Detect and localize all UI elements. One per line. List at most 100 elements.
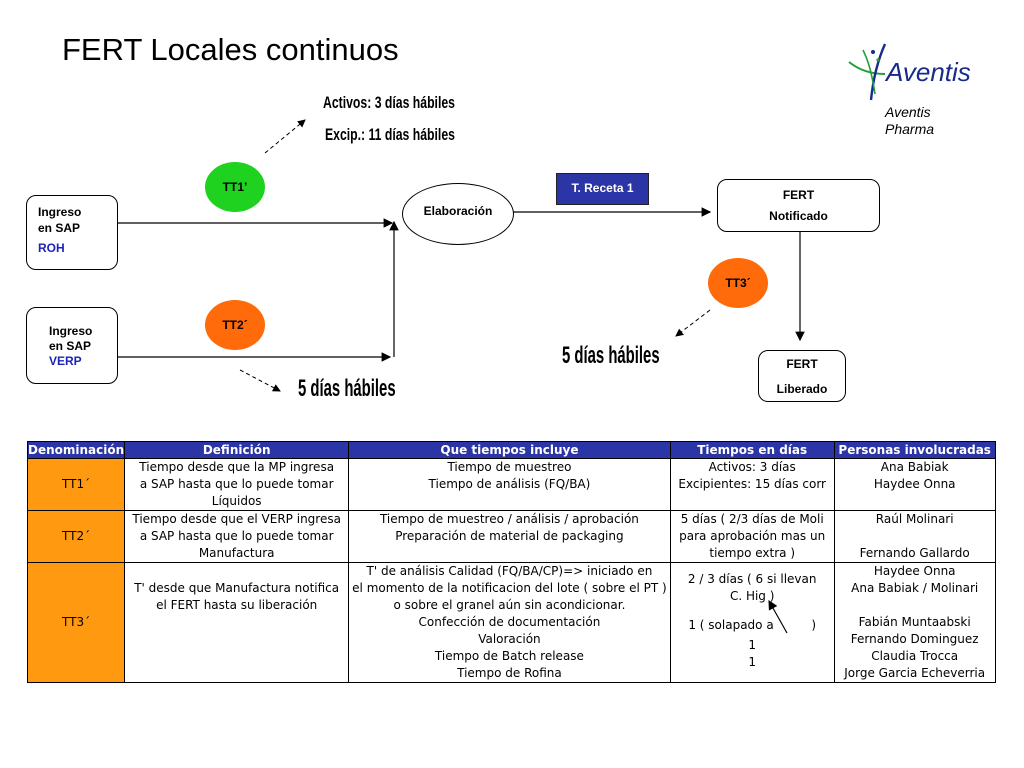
tt3-incl-line: el momento de la notificacion del lote (… xyxy=(352,581,667,595)
ingreso-verp-tag: VERP xyxy=(49,354,82,368)
tt3-node: TT3´ xyxy=(708,258,768,308)
tiempos-table: Denominación Definición Que tiempos incl… xyxy=(26,441,996,683)
table-row-tt3: TT3´ T' desde que Manufactura notifica e… xyxy=(26,562,996,683)
fert-notificado-line2: Notificado xyxy=(769,209,828,223)
tt2-def-line: Tiempo desde que el VERP ingresa xyxy=(132,512,341,526)
tt2-definicion: Tiempo desde que el VERP ingresa a SAP h… xyxy=(124,510,350,563)
tt3-definicion: T' desde que Manufactura notifica el FER… xyxy=(124,562,350,683)
table-row-tt2: TT2´ Tiempo desde que el VERP ingresa a … xyxy=(26,510,996,563)
tt1-incl-line: Tiempo de análisis (FQ/BA) xyxy=(428,477,591,491)
tt3-persona: Claudia Trocca xyxy=(871,649,959,663)
tt1-denominacion: TT1´ xyxy=(26,458,126,511)
tt2-persona: Fernando Gallardo xyxy=(859,546,970,560)
logo-subtitle-line2: Pharma xyxy=(885,121,935,137)
tt3-def-line: T' desde que Manufactura notifica xyxy=(134,581,340,595)
tt3-dias-solapado-text: 1 ( solapado a xyxy=(688,618,774,632)
tt1-dias: Activos: 3 días Excipientes: 15 días cor… xyxy=(669,458,835,511)
tt3-def-spacer xyxy=(128,563,345,580)
tt3-incl-line: o sobre el granel aún sin acondicionar. xyxy=(393,598,626,612)
tt3-dias-line: 1 xyxy=(748,655,756,669)
logo-subtitle: Aventis Pharma xyxy=(885,104,934,138)
tt2-persona: Raúl Molinari xyxy=(875,512,954,526)
ingreso-verp-box: Ingreso en SAP VERP xyxy=(26,307,118,384)
dashed-arrow-tt2 xyxy=(239,369,281,392)
ingreso-roh-tag: ROH xyxy=(38,241,65,255)
ingreso-roh-box: Ingreso en SAP ROH xyxy=(26,195,118,270)
tt3-denominacion: TT3´ xyxy=(26,562,126,683)
page-title: FERT Locales continuos xyxy=(62,32,399,67)
tt3-dias: 2 / 3 días ( 6 si llevan C. Hig ) 1 ( so… xyxy=(669,562,835,683)
tt2-dias: 5 días ( 2/3 días de Moli para aprobació… xyxy=(669,510,835,563)
tt1-definicion: Tiempo desde que la MP ingresa a SAP has… xyxy=(124,458,350,511)
tt1-def-line: Líquidos xyxy=(211,494,262,508)
tt2-incluye: Tiempo de muestreo / análisis / aprobaci… xyxy=(348,510,671,563)
fert-notificado-line1: FERT xyxy=(782,188,815,202)
tt1-incluye: Tiempo de muestreo Tiempo de análisis (F… xyxy=(348,458,671,511)
tt3-incl-line: Confección de documentación xyxy=(418,615,601,629)
header-personas: Personas involucradas xyxy=(833,441,996,459)
tt3-persona: Haydee Onna xyxy=(873,564,956,578)
fert-notificado-box: FERT Notificado xyxy=(717,179,880,232)
tt3-persona: Fabián Muntaabski xyxy=(858,615,971,629)
excip-label: Excip.: 11 días hábiles xyxy=(325,125,455,144)
tt2-dias-line: para aprobación mas un xyxy=(679,529,826,543)
tt3-persona-spacer xyxy=(838,597,992,614)
table-header-row: Denominación Definición Que tiempos incl… xyxy=(26,441,996,459)
tt1-node: TT1’ xyxy=(205,162,265,212)
tt3-persona: Ana Babiak / Molinari xyxy=(851,581,979,595)
tt1-def-line: a SAP hasta que lo puede tomar xyxy=(139,477,334,491)
tt2-persona-spacer xyxy=(838,528,992,545)
tt3-dias-line: C. Hig ) xyxy=(729,589,775,603)
tt3-personas: Haydee Onna Ana Babiak / Molinari Fabián… xyxy=(833,562,996,683)
ingreso-verp-line2: en SAP xyxy=(49,339,92,353)
header-denominacion: Denominación xyxy=(26,441,126,459)
tt1-incl-line: Tiempo de muestreo xyxy=(447,460,572,474)
tt3-dias-line: 2 / 3 días ( 6 si llevan xyxy=(687,572,817,586)
tt2-personas: Raúl Molinari Fernando Gallardo xyxy=(833,510,996,563)
logo-subtitle-line1: Aventis xyxy=(885,104,931,120)
tt1-dias-line: Activos: 3 días xyxy=(708,460,796,474)
fert-liberado-line1: FERT xyxy=(786,357,818,371)
header-tiempos-dias: Tiempos en días xyxy=(669,441,835,459)
tt2-incl-line: Preparación de material de packaging xyxy=(395,529,624,543)
tt3-persona: Fernando Dominguez xyxy=(850,632,979,646)
table-row-tt1: TT1´ Tiempo desde que la MP ingresa a SA… xyxy=(26,458,996,511)
tt2-def-line: a SAP hasta que lo puede tomar xyxy=(139,529,334,543)
header-tiempos-incluye: Que tiempos incluye xyxy=(348,441,671,459)
dashed-arrow-tt3 xyxy=(675,309,711,337)
tt3-dias-line: 1 xyxy=(748,638,756,652)
tt3-incl-line: Tiempo de Rofina xyxy=(457,666,562,680)
fert-liberado-line2: Liberado xyxy=(776,382,828,396)
tt2-node: TT2´ xyxy=(205,300,265,350)
ingreso-verp-line1: Ingreso xyxy=(49,324,93,338)
elaboracion-node: Elaboración xyxy=(402,183,514,245)
tt2-denominacion: TT2´ xyxy=(26,510,126,563)
cinco-dias-right-label: 5 días hábiles xyxy=(562,342,660,369)
tt2-dias-line: 5 días ( 2/3 días de Moli xyxy=(680,512,824,526)
ingreso-roh-line1: Ingreso xyxy=(38,205,82,219)
tt3-persona: Jorge Garcia Echeverria xyxy=(844,666,986,680)
cinco-dias-left-label: 5 días hábiles xyxy=(298,375,396,402)
tt1-dias-line: Excipientes: 15 días corr xyxy=(678,477,826,491)
tt3-incluye: T' de análisis Calidad (FQ/BA/CP)=> inic… xyxy=(348,562,671,683)
tt2-incl-line: Tiempo de muestreo / análisis / aprobaci… xyxy=(379,512,639,526)
tt3-def-line: el FERT hasta su liberación xyxy=(156,598,318,612)
tt2-def-line: Manufactura xyxy=(198,546,275,560)
tt1-persona: Haydee Onna xyxy=(873,477,956,491)
tt1-personas: Ana Babiak Haydee Onna xyxy=(833,458,996,511)
tt3-dias-solapado: 1 ( solapado a ) xyxy=(674,617,831,634)
tt1-def-line: Tiempo desde que la MP ingresa xyxy=(139,460,335,474)
tt1-persona: Ana Babiak xyxy=(880,460,949,474)
tt3-incl-line: Valoración xyxy=(478,632,541,646)
aventis-logo-icon xyxy=(848,43,887,101)
dashed-arrow-tt1 xyxy=(264,119,306,154)
elaboracion-label: Elaboración xyxy=(423,204,493,218)
header-definicion: Definición xyxy=(124,441,350,459)
tt2-dias-line: tiempo extra ) xyxy=(709,546,796,560)
pointer-arrow-icon xyxy=(768,599,788,634)
tt3-dias-solapado-close: ) xyxy=(811,618,817,632)
receta-label: T. Receta 1 xyxy=(556,173,649,205)
ingreso-roh-line2: en SAP xyxy=(38,221,81,235)
activos-label: Activos: 3 días hábiles xyxy=(323,93,455,112)
flow-connectors xyxy=(118,119,805,392)
